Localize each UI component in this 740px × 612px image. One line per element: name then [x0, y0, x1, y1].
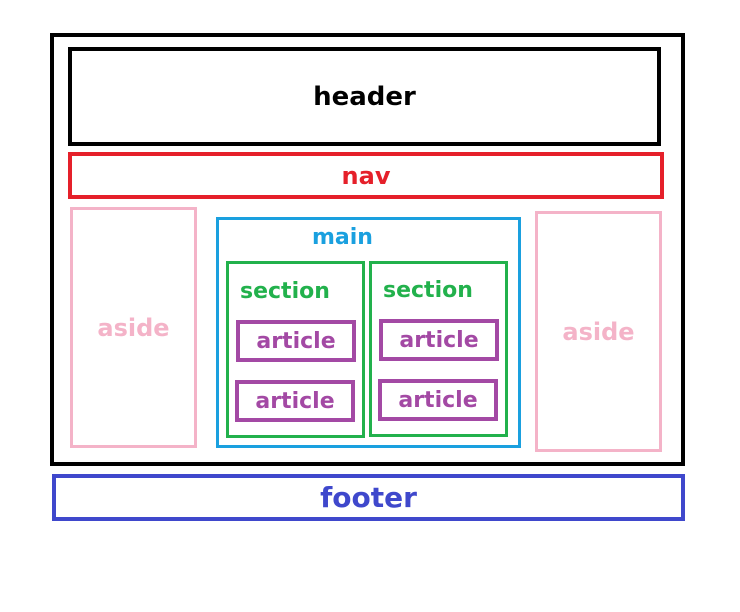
section-box-2 [369, 261, 508, 437]
section-label-1: section [240, 279, 330, 304]
section-box-1 [226, 261, 365, 438]
section-label-2: section [383, 278, 473, 303]
aside-right-box: aside [535, 211, 662, 452]
article-box-2: article [235, 380, 355, 422]
header-box: header [68, 47, 661, 146]
main-label: main [312, 225, 373, 250]
page-wrapper-box [50, 33, 685, 466]
article-box-1: article [236, 320, 356, 362]
main-box [216, 217, 521, 448]
article-box-3: article [379, 319, 499, 361]
aside-left-box: aside [70, 207, 197, 448]
footer-box: footer [52, 474, 685, 521]
article-box-4: article [378, 379, 498, 421]
nav-box: nav [68, 152, 664, 199]
